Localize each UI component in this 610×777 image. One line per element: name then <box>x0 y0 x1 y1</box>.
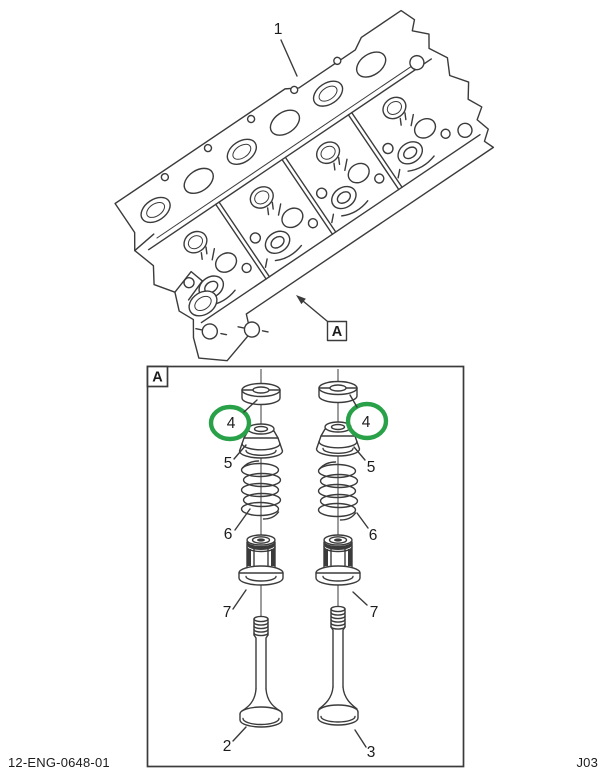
detail-view-callout: A <box>296 295 348 342</box>
callout-5-right-leader <box>353 446 366 461</box>
callout-4-right-label: 4 <box>362 414 371 431</box>
cylinder-head-drawing <box>114 9 495 362</box>
callout-5-left-leader <box>233 444 247 460</box>
callout-4-right-leader <box>349 394 358 408</box>
callout-1-leader <box>280 39 298 77</box>
callout-3-label: 3 <box>367 744 376 761</box>
detail-box-label-cell <box>146 365 169 388</box>
page-code: J03 <box>576 755 598 770</box>
detail-callout-arrowhead <box>296 295 306 305</box>
callout-4-left-label: 4 <box>227 415 236 432</box>
callout-4-left-leader <box>243 399 258 413</box>
detail-box-border <box>146 365 465 768</box>
callout-7-left-leader <box>232 589 247 610</box>
intake-valve-drawing <box>239 615 283 728</box>
callout-6-right-label: 6 <box>369 527 378 544</box>
highlight-circle-right <box>345 401 389 441</box>
callout-7-right-leader <box>352 591 368 606</box>
callout-7-right-label: 7 <box>370 604 379 621</box>
callout-3-leader <box>354 729 367 748</box>
highlight-circle-left <box>208 404 252 442</box>
callout-5-right-label: 5 <box>367 459 376 476</box>
callout-6-left-leader <box>234 508 251 531</box>
detail-view-box: A <box>146 365 465 768</box>
detail-callout-frame <box>326 320 348 342</box>
callout-6-left-label: 6 <box>224 526 233 543</box>
callout-5-left-label: 5 <box>224 455 233 472</box>
callout-1-label: 1 <box>274 21 283 38</box>
callout-6-right-leader <box>356 512 369 529</box>
left-valve-keeper <box>241 382 281 406</box>
detail-box-letter: A <box>152 370 163 386</box>
callout-cylinder-head: 1 <box>274 21 298 77</box>
callout-2-label: 2 <box>223 738 232 755</box>
drawing-number: 12-ENG-0648-01 <box>8 755 110 770</box>
callout-7-left-label: 7 <box>223 604 232 621</box>
right-valve-keeper <box>318 380 358 404</box>
detail-callout-letter: A <box>332 324 343 340</box>
exhaust-valve-drawing <box>317 605 359 726</box>
detail-callout-arrow-shaft <box>302 300 328 322</box>
callout-2-leader <box>232 726 247 742</box>
